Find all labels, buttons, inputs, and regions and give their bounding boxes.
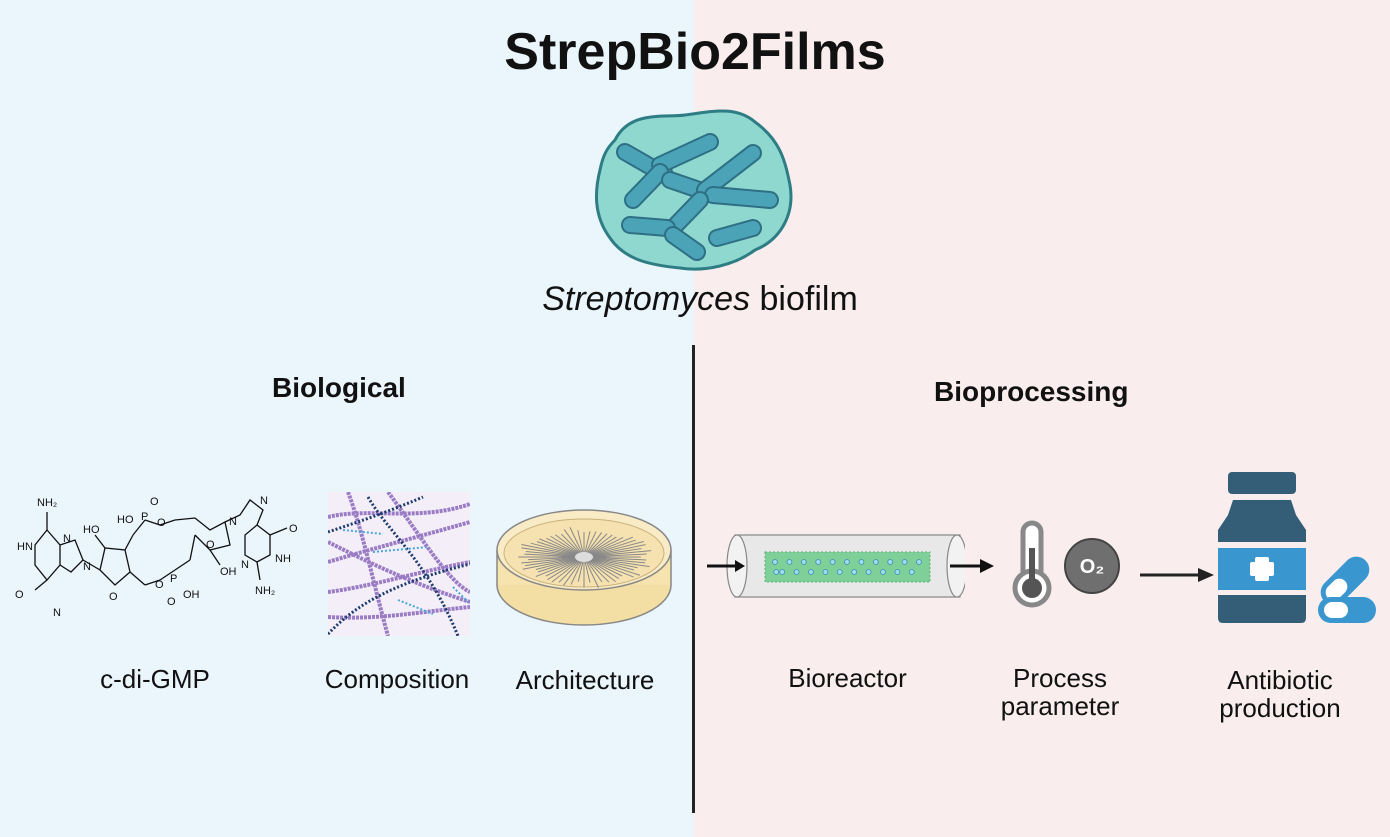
atom-label: OH <box>183 589 200 601</box>
biofilm-caption-rest: biofilm <box>750 280 858 318</box>
bubble <box>823 570 828 575</box>
atom-label: O <box>167 596 176 608</box>
label-composition: Composition <box>312 665 482 693</box>
section-heading-bioprocessing: Bioprocessing <box>934 376 1128 408</box>
section-heading-biological: Biological <box>272 372 406 404</box>
bubble <box>809 570 814 575</box>
atom-label: P <box>170 573 177 585</box>
bubble <box>866 570 871 575</box>
bubble <box>881 570 886 575</box>
thermometer-icon <box>1010 520 1055 610</box>
label-line: Antibiotic <box>1227 665 1333 695</box>
atom-label: N <box>83 561 91 573</box>
atom-label: HO <box>117 514 134 526</box>
atom-label: NH₂ <box>255 585 275 597</box>
bubble <box>873 560 878 565</box>
atom-label: N <box>63 533 71 545</box>
bubble <box>773 560 778 565</box>
molecule-structure-icon: NH₂ HN N O N N HO O HO P O O O P OH O OH… <box>5 490 315 630</box>
bubble <box>888 560 893 565</box>
tubular-bioreactor-icon <box>705 530 965 605</box>
medicine-bottle-icon <box>1218 470 1388 630</box>
atom-label: HN <box>17 541 33 553</box>
atom-label: N <box>229 516 237 528</box>
label-architecture: Architecture <box>500 666 670 694</box>
arrow-icon <box>950 556 995 576</box>
label-process-parameter: Processparameter <box>985 664 1135 720</box>
atom-label: O <box>289 523 298 535</box>
atom-label: O <box>15 589 24 601</box>
atom-label: O <box>155 579 164 591</box>
atom-label: O <box>150 496 159 508</box>
bubble <box>794 570 799 575</box>
oxygen-icon: O₂ <box>1063 537 1121 595</box>
atom-label: P <box>141 511 148 523</box>
bubble <box>845 560 850 565</box>
atom-label: N <box>53 607 61 619</box>
bubble <box>774 570 779 575</box>
bubble <box>852 570 857 575</box>
label-line: production <box>1219 693 1340 723</box>
bubble <box>837 570 842 575</box>
atom-label: NH₂ <box>37 497 57 509</box>
atom-label: O <box>206 539 215 551</box>
biofilm-caption: Streptomyces biofilm <box>0 280 1390 319</box>
label-antibiotic-production: Antibioticproduction <box>1205 666 1355 722</box>
bubble <box>909 570 914 575</box>
atom-label: O <box>109 591 118 603</box>
matrix-fibers-icon <box>328 492 470 636</box>
atom-label: N <box>241 559 249 571</box>
label-line: Process <box>1013 663 1107 693</box>
section-divider <box>692 345 695 813</box>
capsule-icon <box>1318 597 1376 623</box>
bubble <box>830 560 835 565</box>
biofilm-caption-genus: Streptomyces <box>542 280 750 318</box>
label-bioreactor: Bioreactor <box>770 664 925 692</box>
bubble <box>801 560 806 565</box>
oxygen-symbol: O₂ <box>1080 556 1104 578</box>
biofilm-icon <box>585 100 805 280</box>
bubble <box>816 560 821 565</box>
atom-label: O <box>157 517 166 529</box>
atom-label: OH <box>220 566 237 578</box>
arrow-icon <box>1140 565 1215 585</box>
atom-label: NH <box>275 553 291 565</box>
label-line: parameter <box>1001 691 1120 721</box>
bubble <box>902 560 907 565</box>
bubble <box>780 570 785 575</box>
bubble <box>787 560 792 565</box>
bubble <box>895 570 900 575</box>
atom-label: N <box>260 495 268 507</box>
page-title: StrepBio2Films <box>0 22 1390 82</box>
bubble <box>917 560 922 565</box>
label-c-di-gmp: c-di-GMP <box>80 665 230 693</box>
atom-label: HO <box>83 524 100 536</box>
petri-dish-icon <box>494 505 674 635</box>
bubble <box>859 560 864 565</box>
